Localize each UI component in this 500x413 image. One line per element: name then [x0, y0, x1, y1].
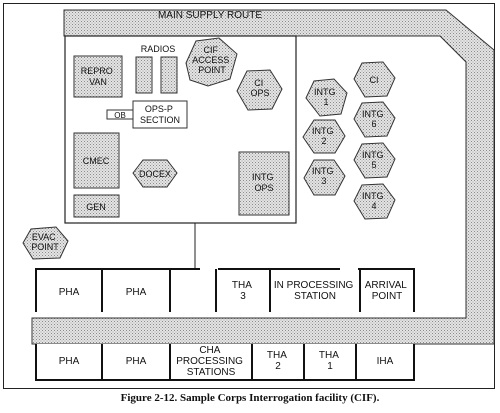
cmec — [73, 132, 120, 189]
gen-label: GEN — [86, 202, 106, 212]
pha-top-2-label: PHA — [126, 287, 147, 298]
intg-2-hexagon — [302, 119, 346, 154]
gen — [73, 194, 120, 218]
pha-bottom-1-label: PHA — [59, 356, 80, 367]
ops-p-section-label: OPS-P SECTION — [140, 104, 180, 125]
docex-label: DOCEX — [139, 169, 171, 179]
radio-1 — [135, 56, 153, 94]
cmec-label: CMEC — [83, 156, 110, 166]
intg-ops — [238, 151, 290, 216]
ops-p-section — [132, 100, 188, 129]
tha-1-label: THA 1 — [319, 350, 341, 372]
holding-bottom-row — [36, 344, 414, 380]
radio-2 — [160, 56, 178, 94]
ci-ops-label: CI OPS — [250, 78, 269, 98]
arrival-point-label: ARRIVAL POINT — [365, 280, 409, 302]
ci-hexagon — [353, 61, 396, 98]
intg-ops-label: INTG OPS — [252, 172, 276, 193]
tha-2-label: THA 2 — [267, 350, 289, 372]
repro-van-label: REPRO VAN — [81, 66, 116, 87]
intg-1-label: INTG 1 — [314, 87, 338, 107]
intg-3-hexagon — [303, 159, 346, 196]
tha-3-label: THA 3 — [232, 280, 254, 302]
intg-4-label: INTG 4 — [362, 191, 386, 211]
cif-access-point-hexagon — [185, 37, 238, 87]
intg-5-hexagon — [353, 142, 396, 179]
intg-1-hexagon — [305, 78, 348, 117]
intg-2-label: INTG 2 — [312, 126, 336, 146]
main-supply-route-label: MAIN SUPPLY ROUTE — [158, 10, 262, 21]
in-processing-station-label: IN PROCESSING STATION — [274, 280, 356, 302]
main-supply-route-road — [31, 9, 495, 345]
holding-bottom-row-walls — [35, 344, 415, 381]
ci-label: CI — [370, 75, 379, 85]
intg-3-label: INTG 3 — [312, 166, 336, 186]
evac-point-hexagon — [22, 226, 69, 260]
repro-van — [73, 55, 123, 98]
radios-label: RADIOS — [141, 44, 176, 54]
cif-access-point-label: CIF ACCESS POINT — [192, 45, 232, 75]
intg-4-hexagon — [353, 183, 396, 220]
ob-label: OB — [114, 111, 126, 120]
evac-point-label: EVAC POINT — [31, 232, 59, 252]
cha-processing-stations-label: CHA PROCESSING STATIONS — [176, 345, 245, 378]
holding-top-row-walls — [35, 268, 415, 312]
intg-5-label: INTG 5 — [362, 150, 386, 170]
intg-6-label: INTG 6 — [362, 109, 386, 129]
figure-caption: Figure 2-12. Sample Corps Interrogation … — [120, 392, 380, 404]
iha-label: IHA — [377, 356, 394, 367]
ci-ops-hexagon — [236, 69, 283, 111]
holding-top-row — [36, 269, 414, 313]
intg-6-hexagon — [353, 101, 396, 138]
docex-hexagon — [132, 159, 178, 188]
pha-bottom-2-label: PHA — [126, 356, 147, 367]
pha-top-1-label: PHA — [59, 287, 80, 298]
